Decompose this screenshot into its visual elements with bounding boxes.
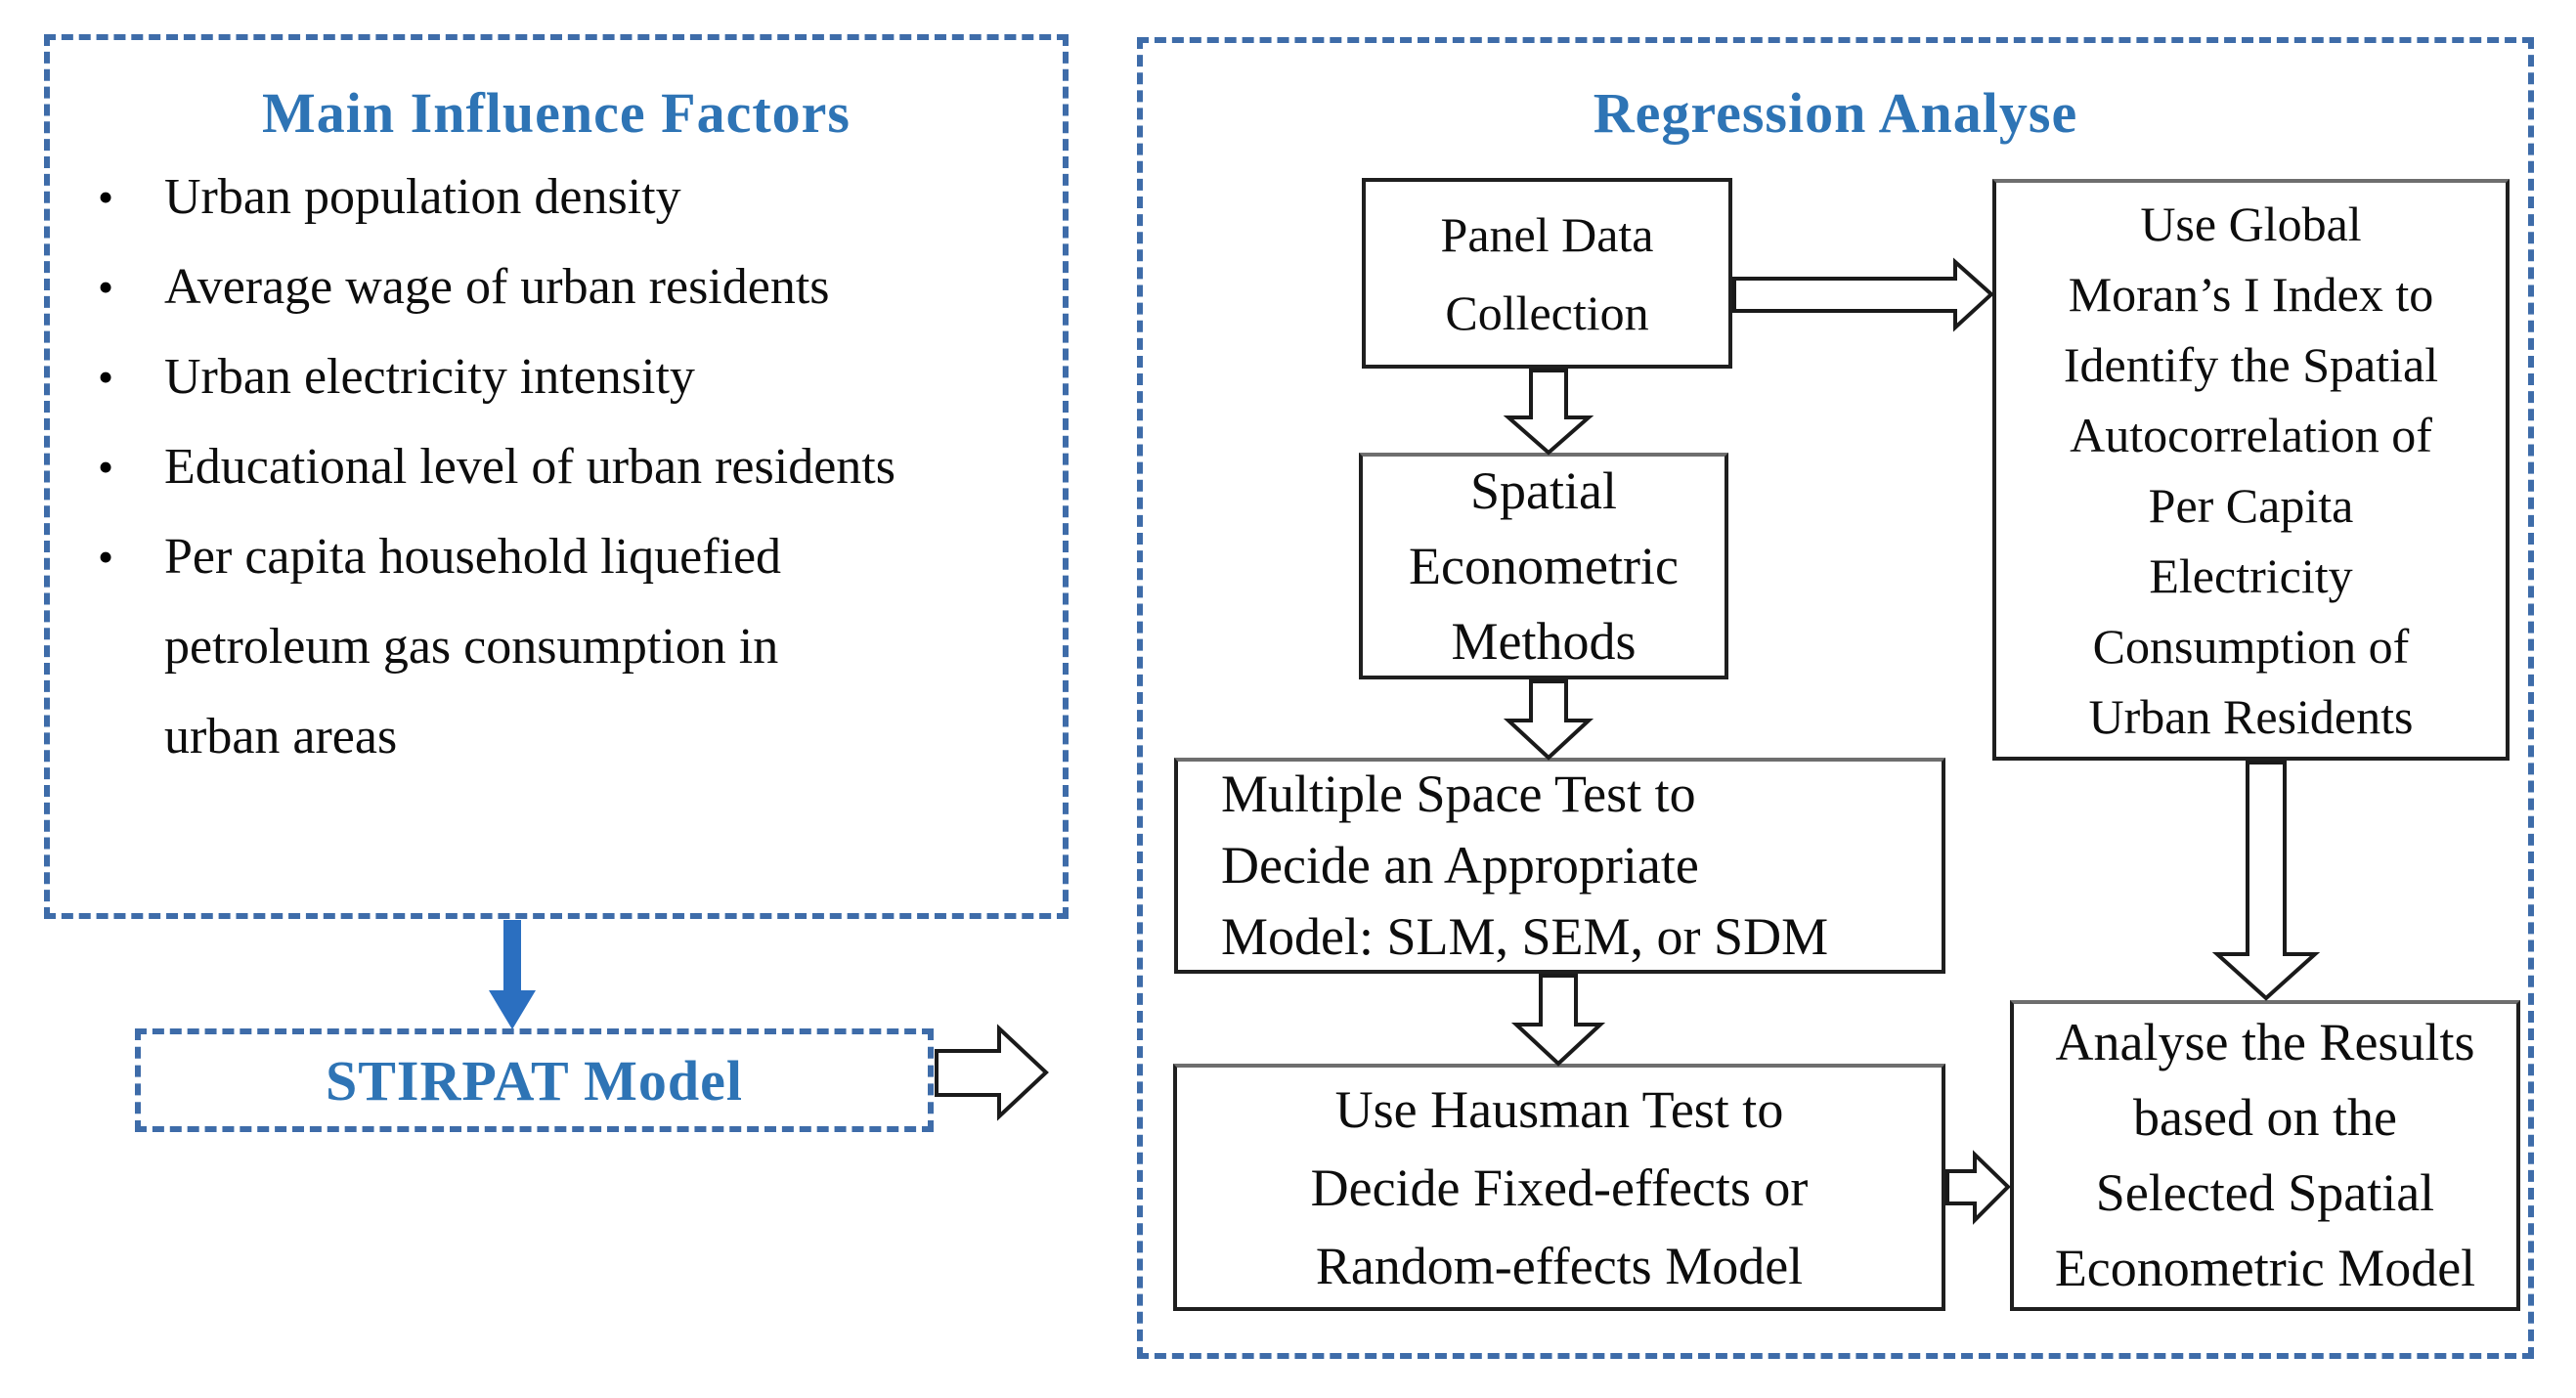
multiple-space-test-box: Multiple Space Test to Decide an Appropr… <box>1174 758 1945 974</box>
list-item: Urban population density <box>88 153 1017 242</box>
panel-data-collection-box: Panel Data Collection <box>1362 178 1732 369</box>
list-item: Average wage of urban residents <box>88 242 1017 332</box>
list-item: Educational level of urban residents <box>88 422 1017 512</box>
list-item: Per capita household liquefied petroleum… <box>88 512 1017 782</box>
regression-analyse-panel <box>1137 37 2534 1359</box>
blue-down-arrow-icon <box>489 920 536 1029</box>
regression-analyse-title: Regression Analyse <box>1593 81 2078 145</box>
list-item: Urban electricity intensity <box>88 332 1017 422</box>
analyse-results-box: Analyse the Results based on the Selecte… <box>2010 1000 2520 1311</box>
stirpat-model-box: STIRPAT Model <box>135 1028 934 1132</box>
influence-factors-list: Urban population density Average wage of… <box>88 153 1017 782</box>
stirpat-model-label: STIRPAT Model <box>325 1048 744 1113</box>
hausman-test-box: Use Hausman Test to Decide Fixed-effects… <box>1173 1064 1945 1311</box>
spatial-econometric-methods-box: Spatial Econometric Methods <box>1359 453 1728 679</box>
right-arrow-icon <box>935 1024 1049 1121</box>
global-morans-index-box: Use Global Moran’s I Index to Identify t… <box>1992 179 2510 761</box>
main-influence-factors-title: Main Influence Factors <box>262 81 851 145</box>
main-influence-factors-panel <box>44 34 1069 919</box>
